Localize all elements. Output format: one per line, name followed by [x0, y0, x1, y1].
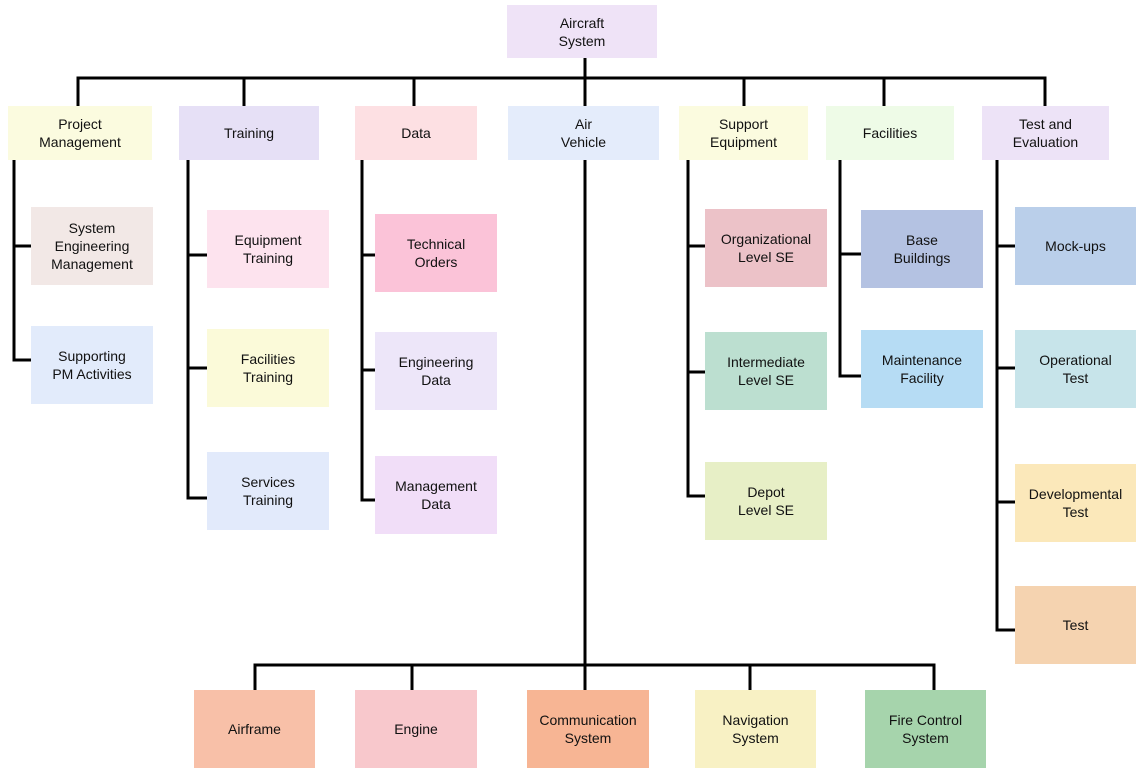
node-communication-system[interactable]: Communication System — [527, 690, 649, 768]
node-navigation-system[interactable]: Navigation System — [695, 690, 816, 768]
node-label: Operational Test — [1039, 352, 1112, 386]
node-label: Organizational Level SE — [720, 231, 812, 265]
node-label: Communication System — [539, 712, 637, 746]
node-aircraft-system[interactable]: Aircraft System — [507, 5, 657, 58]
node-engineering-data[interactable]: Engineering Data — [375, 332, 497, 410]
node-airframe[interactable]: Airframe — [194, 690, 315, 768]
node-label: Training — [223, 125, 275, 141]
node-training[interactable]: Training — [179, 106, 319, 160]
node-label: Facilities — [862, 125, 918, 141]
node-mock-ups[interactable]: Mock-ups — [1015, 207, 1136, 285]
node-supporting-pm-activities[interactable]: Supporting PM Activities — [31, 326, 153, 404]
node-label: Equipment Training — [234, 232, 302, 266]
node-label: Data — [401, 125, 431, 141]
node-maintenance-facility[interactable]: Maintenance Facility — [861, 330, 983, 408]
node-developmental-test[interactable]: Developmental Test — [1015, 464, 1136, 542]
node-label: Test — [1062, 617, 1089, 633]
node-facilities[interactable]: Facilities — [826, 106, 954, 160]
node-system-engineering-management[interactable]: System Engineering Management — [31, 207, 153, 285]
node-air-vehicle[interactable]: Air Vehicle — [508, 106, 659, 160]
node-equipment-training[interactable]: Equipment Training — [207, 210, 329, 288]
node-label: Facilities Training — [240, 351, 296, 385]
node-technical-orders[interactable]: Technical Orders — [375, 214, 497, 292]
node-label: Developmental Test — [1028, 486, 1123, 520]
node-test[interactable]: Test — [1015, 586, 1136, 664]
node-label: Maintenance Facility — [881, 352, 963, 386]
node-label: System Engineering Management — [51, 220, 133, 272]
node-management-data[interactable]: Management Data — [375, 456, 497, 534]
node-label: Fire Control System — [888, 712, 963, 746]
node-depot-level-se[interactable]: Depot Level SE — [705, 462, 827, 540]
node-base-buildings[interactable]: Base Buildings — [861, 210, 983, 288]
node-project-management[interactable]: Project Management — [8, 106, 152, 160]
node-facilities-training[interactable]: Facilities Training — [207, 329, 329, 407]
node-data[interactable]: Data — [355, 106, 477, 160]
node-label: Navigation System — [722, 712, 789, 746]
node-label: Base Buildings — [893, 232, 951, 266]
node-label: Intermediate Level SE — [727, 354, 805, 388]
node-operational-test[interactable]: Operational Test — [1015, 330, 1136, 408]
node-label: Management Data — [395, 478, 477, 512]
node-label: Technical Orders — [406, 236, 466, 270]
node-label: Engine — [394, 721, 438, 737]
node-label: Test and Evaluation — [1012, 116, 1079, 150]
node-label: Services Training — [241, 474, 295, 508]
node-fire-control-system[interactable]: Fire Control System — [865, 690, 986, 768]
node-services-training[interactable]: Services Training — [207, 452, 329, 530]
node-label: Air Vehicle — [560, 116, 607, 150]
node-label: Project Management — [39, 116, 121, 150]
node-label: Engineering Data — [398, 354, 474, 388]
node-label: Depot Level SE — [737, 484, 795, 518]
node-intermediate-level-se[interactable]: Intermediate Level SE — [705, 332, 827, 410]
node-test-and-evaluation[interactable]: Test and Evaluation — [982, 106, 1109, 160]
node-label: Mock-ups — [1045, 238, 1106, 254]
node-label: Supporting PM Activities — [52, 348, 132, 382]
node-support-equipment[interactable]: Support Equipment — [679, 106, 808, 160]
node-label: Airframe — [228, 721, 281, 737]
node-organizational-level-se[interactable]: Organizational Level SE — [705, 209, 827, 287]
node-engine[interactable]: Engine — [355, 690, 477, 768]
node-label: Aircraft System — [558, 14, 606, 49]
node-label: Support Equipment — [710, 116, 777, 150]
